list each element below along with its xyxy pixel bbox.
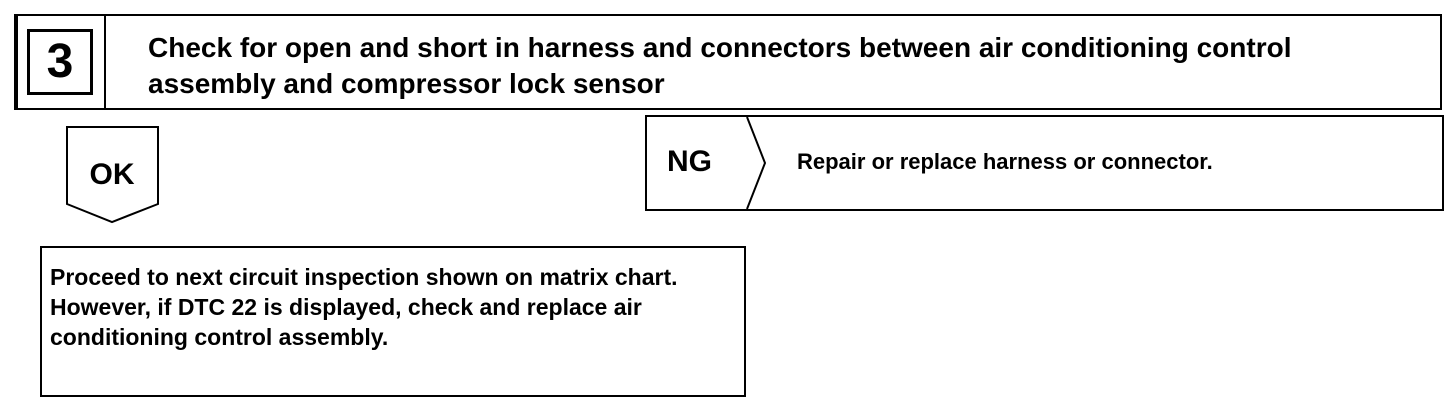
step-title: Check for open and short in harness and …	[148, 32, 1292, 99]
ng-action-text: Repair or replace harness or connector.	[797, 149, 1213, 174]
step-number: 3	[27, 29, 93, 95]
ng-arrow-divider	[746, 117, 767, 209]
ok-arrow-shape	[66, 126, 159, 224]
ok-label: OK	[89, 158, 135, 191]
ok-result-box: Proceed to next circuit inspection shown…	[40, 246, 746, 397]
step-number-cell: 3	[16, 16, 106, 108]
ok-action-text: Proceed to next circuit inspection shown…	[50, 264, 678, 350]
ng-branch-box: NG Repair or replace harness or connecto…	[645, 115, 1444, 211]
ng-label: NG	[667, 145, 712, 178]
ok-branch-tag: OK	[66, 126, 160, 224]
step-box: 3 Check for open and short in harness an…	[14, 14, 1442, 110]
